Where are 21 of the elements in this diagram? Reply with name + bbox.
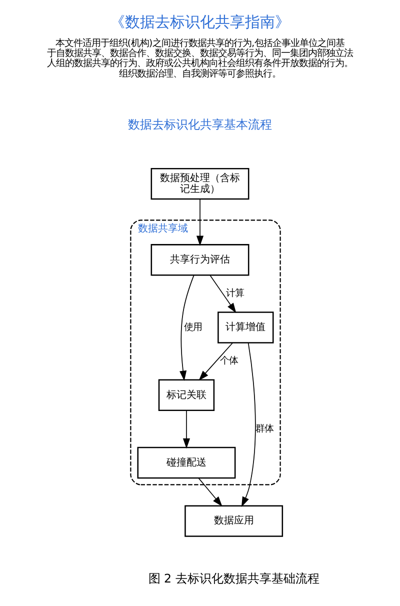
edge-label: 个体: [220, 356, 238, 367]
label: 本文件适用于组织(机构)之间进行数据共享的行为,包括企事业单位之间基于自数据共享、数据合作、数据交换、数据交易等行为、同一集团内部独立法人组的数据共享的行为、政府或公共机构向社会组织有条件开放数据的行为。组织数据治理、自我测评等可参照执行。: [47, 38, 353, 80]
edge-label: 计算: [226, 288, 244, 300]
node-box: 计算增值: [218, 312, 274, 344]
node-box: 数据预处理（含标记生成）: [150, 168, 250, 200]
diagram-title: 《数据去标识化共享指南》: [110, 12, 290, 31]
arrow: [210, 274, 236, 314]
arrow: [180, 274, 194, 381]
node-box: 共享行为评估: [150, 244, 250, 276]
caption: 图 2 去标识化数据共享基础流程: [148, 572, 320, 586]
arrow: [198, 478, 222, 506]
arrow: [241, 342, 256, 508]
arrow: [198, 342, 233, 381]
edge-label: 使用: [184, 322, 202, 333]
arrow: [182, 410, 190, 449]
node-box: 碰撞配送: [137, 446, 236, 479]
node-box: 数据应用: [184, 505, 284, 537]
arrow: [196, 198, 204, 246]
node-box: 标记关联: [158, 379, 215, 411]
edge-label: 群体: [256, 423, 274, 434]
label: 数据去标识化共享基本流程: [128, 118, 272, 132]
